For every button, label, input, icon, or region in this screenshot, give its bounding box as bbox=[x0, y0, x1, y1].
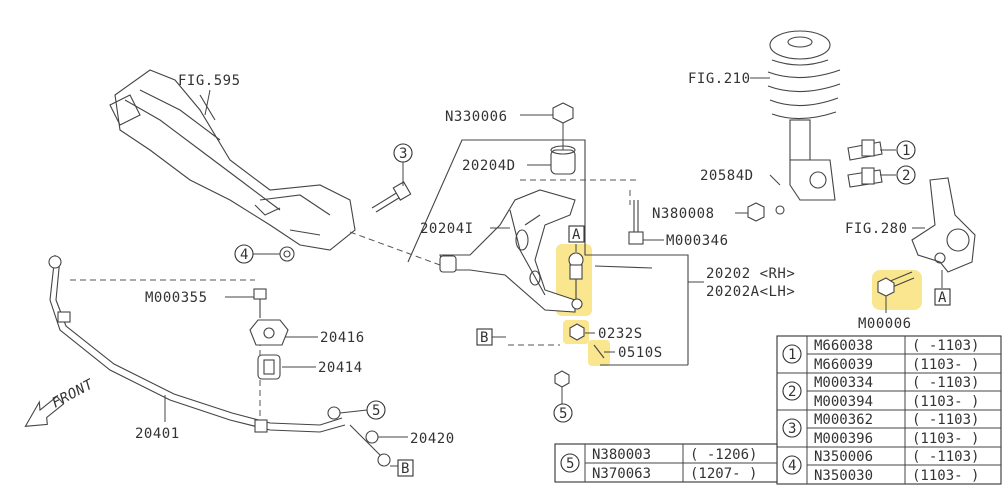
steering-knuckle-part[interactable] bbox=[911, 177, 976, 273]
table-range: (1103- ) bbox=[912, 431, 979, 447]
ref-b-box-link: B bbox=[397, 459, 414, 477]
bushing-20204d-part[interactable] bbox=[550, 145, 576, 175]
table-ref-4: 4 bbox=[788, 458, 796, 474]
label-0510s: 0510S bbox=[618, 345, 663, 361]
label-n380008: N380008 bbox=[652, 206, 715, 222]
table-ref-1: 1 bbox=[788, 347, 796, 363]
table-range: (1103- ) bbox=[912, 394, 979, 410]
svg-text:5: 5 bbox=[372, 403, 381, 419]
svg-text:B: B bbox=[480, 330, 489, 346]
label-20204i: 20204I bbox=[420, 221, 474, 237]
label-20414: 20414 bbox=[318, 360, 363, 376]
table-part: N370063 bbox=[592, 466, 651, 482]
ref-a-box: A bbox=[568, 225, 585, 243]
crossmember-part[interactable] bbox=[109, 69, 356, 251]
ref-a-box-knuckle: A bbox=[934, 288, 951, 306]
nut-5-part[interactable] bbox=[554, 370, 570, 388]
table-range: (1207- ) bbox=[690, 466, 757, 482]
bracket-20416-part[interactable] bbox=[249, 319, 289, 346]
table-ref-2: 2 bbox=[788, 384, 796, 400]
table-range: ( -1103) bbox=[912, 338, 979, 354]
bushing-20204i-part[interactable] bbox=[439, 255, 457, 273]
table-part: N350006 bbox=[814, 449, 873, 465]
label-m000355: M000355 bbox=[145, 290, 208, 306]
ref-b-box: B bbox=[476, 328, 493, 346]
table-part: M660038 bbox=[814, 338, 873, 354]
bolt-m00006-part[interactable] bbox=[877, 271, 915, 297]
table-part: N350030 bbox=[814, 468, 873, 484]
table-ref-3: 3 bbox=[788, 421, 796, 437]
svg-text:A: A bbox=[938, 290, 947, 306]
label-20202: 20202 <RH> bbox=[706, 266, 795, 282]
parts-table-right: 1 2 3 4 M660038( -1103) M660039(1103- ) … bbox=[776, 335, 1002, 485]
bushing-20414-part[interactable] bbox=[257, 354, 281, 380]
strut-assembly-part[interactable] bbox=[767, 30, 841, 201]
label-n330006: N330006 bbox=[445, 109, 508, 125]
bolt-m000346-part[interactable] bbox=[628, 200, 644, 245]
table-range: ( -1103) bbox=[912, 449, 979, 465]
ref-circle-1: 1 bbox=[896, 140, 916, 160]
label-0232s: 0232S bbox=[598, 326, 643, 342]
table-part: M000362 bbox=[814, 412, 873, 428]
svg-text:4: 4 bbox=[240, 247, 249, 263]
table-part: M000334 bbox=[814, 375, 873, 391]
ref-circle-5-nut: 5 bbox=[553, 403, 573, 423]
front-label: FRONT bbox=[49, 376, 97, 412]
label-20401: 20401 bbox=[135, 426, 180, 442]
pin-highlight bbox=[588, 340, 610, 366]
table-range: ( -1103) bbox=[912, 412, 979, 428]
table-part: M660039 bbox=[814, 357, 873, 373]
bolt-1-part[interactable] bbox=[847, 139, 883, 161]
lower-control-arm-part[interactable] bbox=[439, 189, 576, 313]
svg-text:1: 1 bbox=[902, 143, 911, 159]
stabilizer-link-part[interactable] bbox=[327, 406, 391, 467]
label-m000346: M000346 bbox=[666, 233, 729, 249]
front-arrow-icon bbox=[24, 395, 65, 427]
label-20204d: 20204D bbox=[462, 158, 516, 174]
label-fig280[interactable]: FIG.280 bbox=[845, 221, 908, 237]
svg-text:3: 3 bbox=[399, 146, 408, 162]
label-20416: 20416 bbox=[320, 330, 365, 346]
label-20584d: 20584D bbox=[700, 168, 754, 184]
nut-n380008-part[interactable] bbox=[747, 202, 785, 222]
bolt-2-part[interactable] bbox=[847, 167, 883, 188]
ref-circle-2: 2 bbox=[896, 165, 916, 185]
nut-0232s-part[interactable] bbox=[569, 323, 585, 341]
ref-circle-5: 5 bbox=[366, 400, 386, 420]
label-20202a: 20202A<LH> bbox=[706, 284, 795, 300]
ref-circle-3: 3 bbox=[393, 143, 413, 163]
table-range: ( -1206) bbox=[690, 447, 757, 463]
svg-text:5: 5 bbox=[559, 406, 568, 422]
table-range: (1103- ) bbox=[912, 468, 979, 484]
table-part: M000396 bbox=[814, 431, 873, 447]
stabilizer-bar-part[interactable] bbox=[48, 254, 346, 433]
bolt-m000355-part[interactable] bbox=[253, 288, 267, 318]
control-arm-group-bracket bbox=[407, 139, 689, 365]
label-m00006: M00006 bbox=[858, 316, 912, 332]
nut-n330006-part[interactable] bbox=[552, 102, 574, 124]
ball-joint-part[interactable] bbox=[568, 252, 584, 310]
table-part: M000394 bbox=[814, 394, 873, 410]
parts-table-bottom: 5 N380003 ( -1206) N370063 (1207- ) bbox=[554, 443, 778, 483]
table-range: (1103- ) bbox=[912, 357, 979, 373]
label-fig595[interactable]: FIG.595 bbox=[178, 73, 241, 89]
table-part: N380003 bbox=[592, 447, 651, 463]
table-ref-5: 5 bbox=[566, 456, 574, 472]
svg-text:B: B bbox=[401, 461, 410, 477]
bolt-3-part[interactable] bbox=[371, 181, 412, 213]
label-fig210[interactable]: FIG.210 bbox=[688, 71, 751, 87]
cotter-pin-0510s-part[interactable] bbox=[593, 344, 605, 359]
svg-text:A: A bbox=[572, 227, 581, 243]
svg-text:2: 2 bbox=[902, 168, 911, 184]
label-20420: 20420 bbox=[410, 431, 455, 447]
ref-circle-4: 4 bbox=[234, 244, 254, 264]
nut-4-part[interactable] bbox=[279, 246, 295, 262]
table-range: ( -1103) bbox=[912, 375, 979, 391]
